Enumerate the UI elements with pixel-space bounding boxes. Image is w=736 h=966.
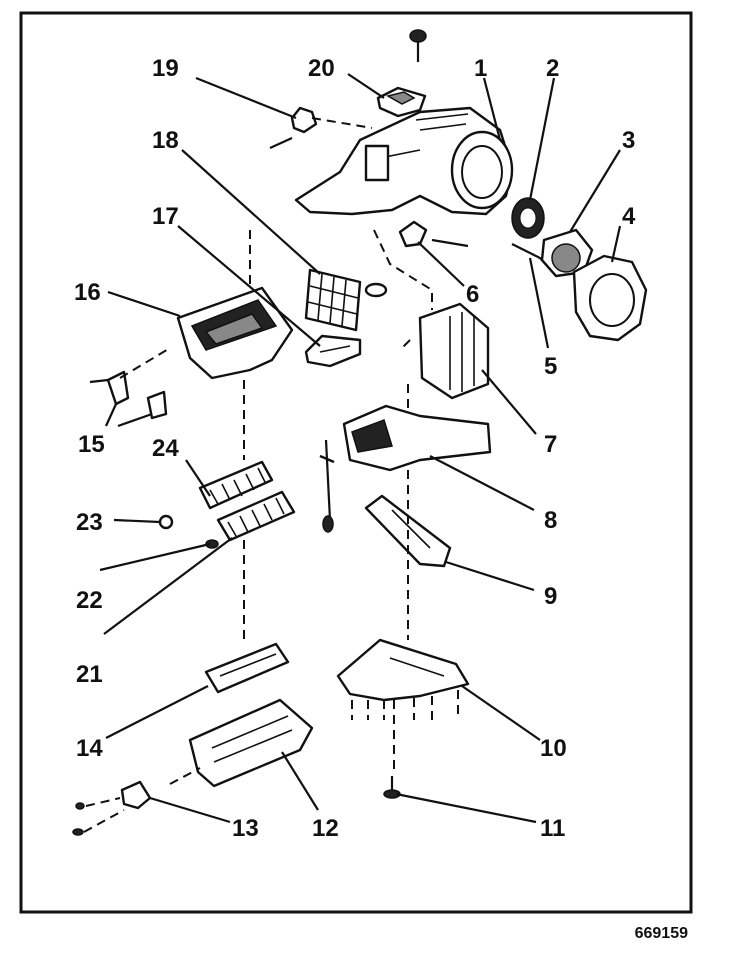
parts-group [72, 29, 648, 836]
callout-11: 11 [540, 815, 565, 842]
figure-reference-number: 669159 [635, 925, 688, 942]
part-19 [269, 106, 373, 150]
callout-16: 16 [74, 279, 101, 306]
callouts: 19 20 1 2 18 3 17 4 16 6 5 15 24 7 23 8 … [74, 55, 636, 842]
diagram-frame [19, 11, 693, 914]
part-21 [216, 490, 296, 542]
screw-top-part [409, 29, 427, 62]
callout-19: 19 [152, 55, 179, 82]
callout-4: 4 [622, 203, 636, 230]
callout-24: 24 [152, 435, 179, 462]
leader-lines [99, 73, 622, 824]
callout-15: 15 [78, 431, 105, 458]
part-20 [376, 86, 427, 118]
callout-10: 10 [540, 735, 567, 762]
callout-23: 23 [76, 509, 103, 536]
screw-mid-part [319, 439, 335, 533]
part-17 [304, 334, 362, 368]
callout-17: 17 [152, 203, 179, 230]
part-24 [198, 460, 274, 510]
part-10 [336, 638, 470, 720]
callout-14: 14 [76, 735, 103, 762]
callout-5: 5 [544, 353, 557, 380]
part-1 [294, 106, 514, 216]
callout-22: 22 [76, 587, 103, 614]
callout-2: 2 [546, 55, 559, 82]
callout-21: 21 [76, 661, 103, 688]
part-16 [176, 230, 294, 380]
part-7 [399, 302, 490, 400]
part-5 [511, 243, 557, 277]
callout-20: 20 [308, 55, 335, 82]
callout-12: 12 [312, 815, 339, 842]
part-4 [572, 254, 648, 342]
part-13 [72, 780, 152, 836]
callout-3: 3 [622, 127, 635, 154]
callout-6: 6 [466, 281, 479, 308]
callout-13: 13 [232, 815, 259, 842]
part-23 [158, 514, 174, 530]
part-12 [169, 698, 314, 788]
callout-1: 1 [474, 55, 487, 82]
callout-7: 7 [544, 431, 557, 458]
callout-8: 8 [544, 507, 557, 534]
part-14 [204, 642, 290, 694]
part-3 [540, 228, 594, 278]
part-2 [511, 197, 545, 239]
callout-18: 18 [152, 127, 179, 154]
callout-9: 9 [544, 583, 557, 610]
part-15 [89, 347, 171, 420]
part-8 [342, 384, 492, 472]
part-6 [364, 220, 469, 310]
part-18 [304, 268, 362, 332]
